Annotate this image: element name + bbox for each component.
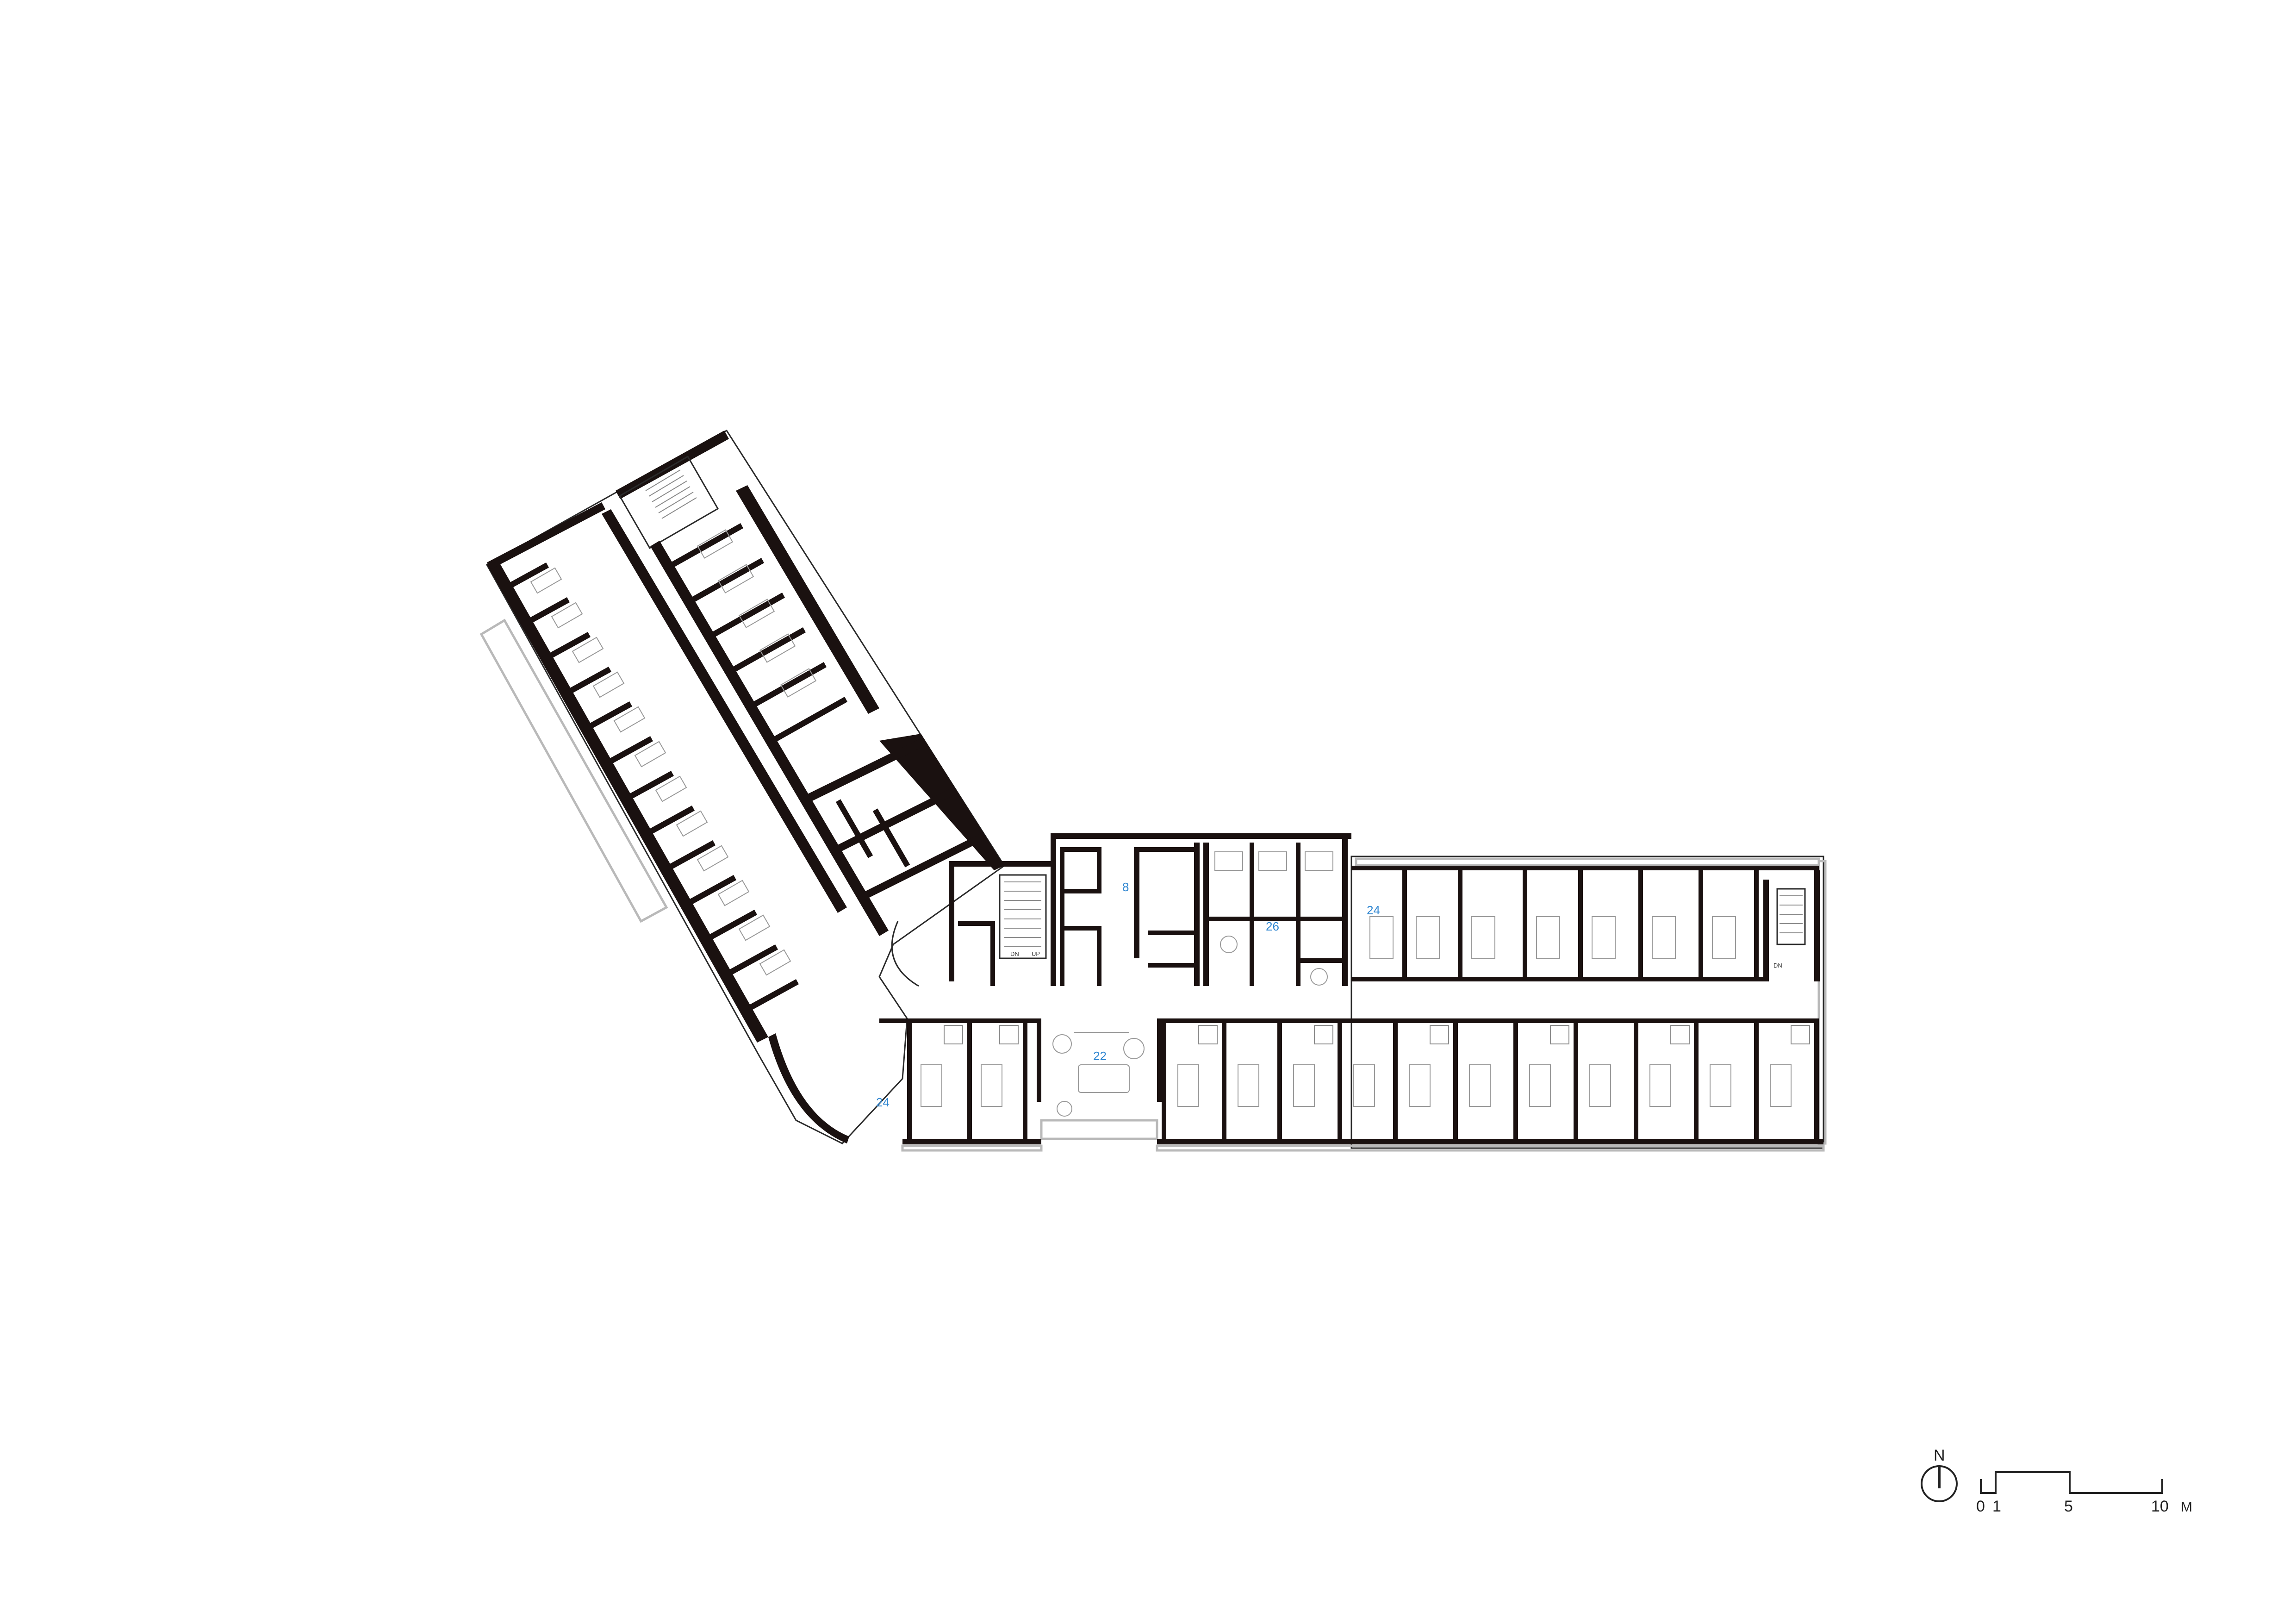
room-label-24-west: 24 bbox=[876, 1095, 890, 1109]
room-labels: 8 26 24 22 24 bbox=[876, 880, 1380, 1109]
stair-label-dn-east: DN bbox=[1773, 962, 1782, 969]
scale-tick-0: 0 bbox=[1976, 1498, 1985, 1515]
scale-unit: M bbox=[2181, 1499, 2192, 1515]
west-room-partitions bbox=[500, 562, 799, 1010]
scale-tick-5: 5 bbox=[2064, 1498, 2073, 1515]
lower-row-beds bbox=[921, 1064, 1792, 1107]
stair-label-dn-center: DN bbox=[1010, 950, 1019, 957]
upper-row-beds bbox=[1369, 916, 1736, 959]
stair-label-up-center: UP bbox=[1032, 950, 1040, 957]
east-room-partitions bbox=[666, 523, 847, 743]
room-label-24-east: 24 bbox=[1367, 903, 1380, 917]
scale-tick-10: 10 bbox=[2151, 1498, 2169, 1515]
center-core bbox=[949, 833, 1351, 1140]
south-west-partitions bbox=[907, 1023, 1027, 1139]
south-bar bbox=[879, 1018, 1825, 1152]
west-room-furniture bbox=[530, 567, 791, 976]
scale-tick-1: 1 bbox=[1992, 1498, 2001, 1515]
stair-labels: DN UP DN bbox=[1010, 950, 1782, 969]
south-east-partitions bbox=[1162, 1023, 1819, 1143]
scale-bar-line bbox=[1980, 1471, 2163, 1494]
east-room-furniture bbox=[697, 529, 817, 698]
upper-row-partitions bbox=[1402, 866, 1759, 977]
bathroom-pods bbox=[944, 1025, 1810, 1044]
room-label-8: 8 bbox=[1122, 880, 1129, 894]
room-label-22: 22 bbox=[1093, 1049, 1107, 1063]
room-label-26: 26 bbox=[1266, 919, 1279, 933]
north-arrow: N bbox=[1921, 1447, 1958, 1502]
diagonal-wing bbox=[479, 429, 1006, 1144]
north-arrow-label: N bbox=[1934, 1447, 1945, 1464]
scale-bar: 0 1 5 10 M bbox=[1976, 1471, 2192, 1515]
lounge-furniture bbox=[1052, 1032, 1145, 1117]
